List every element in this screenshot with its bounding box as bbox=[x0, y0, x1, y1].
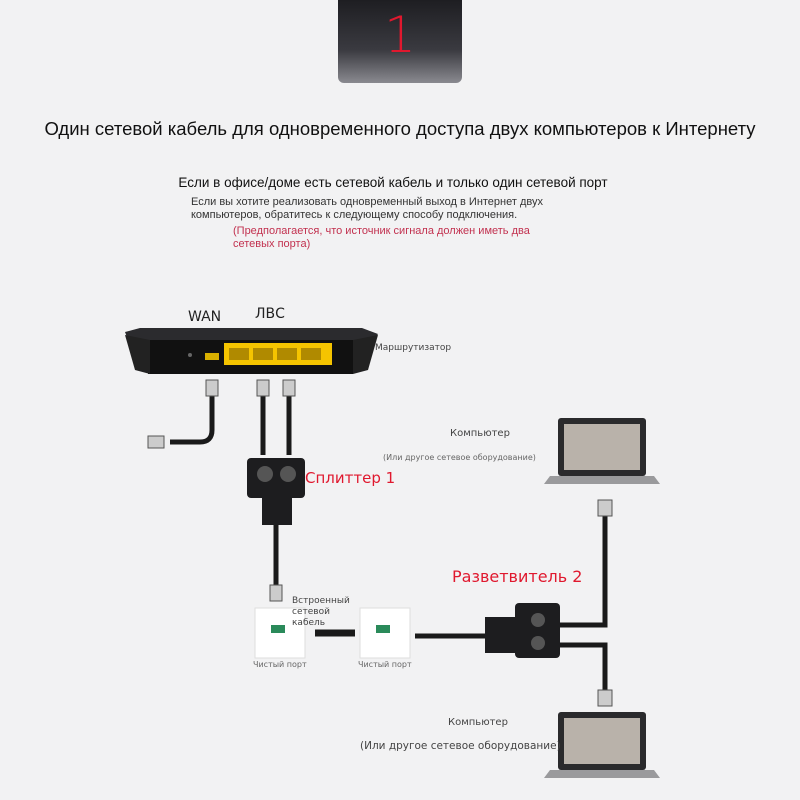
laptop-1 bbox=[544, 418, 660, 484]
wall-port-1 bbox=[254, 607, 306, 659]
lan-label: ЛВС bbox=[255, 306, 285, 322]
computer2-note: (Или другое сетевое оборудование) bbox=[360, 740, 561, 752]
laptop-2 bbox=[544, 712, 660, 778]
wall-port-2 bbox=[359, 607, 411, 659]
computer1-note: (Или другое сетевое оборудование) bbox=[383, 453, 536, 462]
page-title: Один сетевой кабель для одновременного д… bbox=[44, 118, 756, 139]
port2-label: Чистый порт bbox=[358, 660, 412, 669]
builtin-cable-label: Встроенный сетевой кабель bbox=[292, 596, 350, 628]
router-label: Маршрутизатор bbox=[375, 343, 452, 353]
note: (Предполагается, что источник сигнала до… bbox=[233, 225, 530, 250]
splitter-2 bbox=[485, 603, 560, 658]
step-badge: 1 bbox=[338, 0, 462, 83]
computer1-label: Компьютер bbox=[450, 428, 510, 439]
splitter-1 bbox=[247, 458, 305, 525]
wan-label: WAN bbox=[188, 309, 222, 325]
computer2-label: Компьютер bbox=[448, 717, 508, 728]
splitter2-label: Разветвитель 2 bbox=[452, 567, 583, 586]
subtitle: Если в офисе/доме есть сетевой кабель и … bbox=[178, 175, 608, 190]
router-illustration bbox=[125, 328, 378, 374]
rj45-connectors bbox=[147, 379, 613, 707]
step-number: 1 bbox=[384, 6, 416, 64]
splitter1-label: Сплиттер 1 bbox=[305, 469, 396, 487]
description: Если вы хотите реализовать одновременный… bbox=[191, 196, 543, 221]
port1-label: Чистый порт bbox=[253, 660, 307, 669]
